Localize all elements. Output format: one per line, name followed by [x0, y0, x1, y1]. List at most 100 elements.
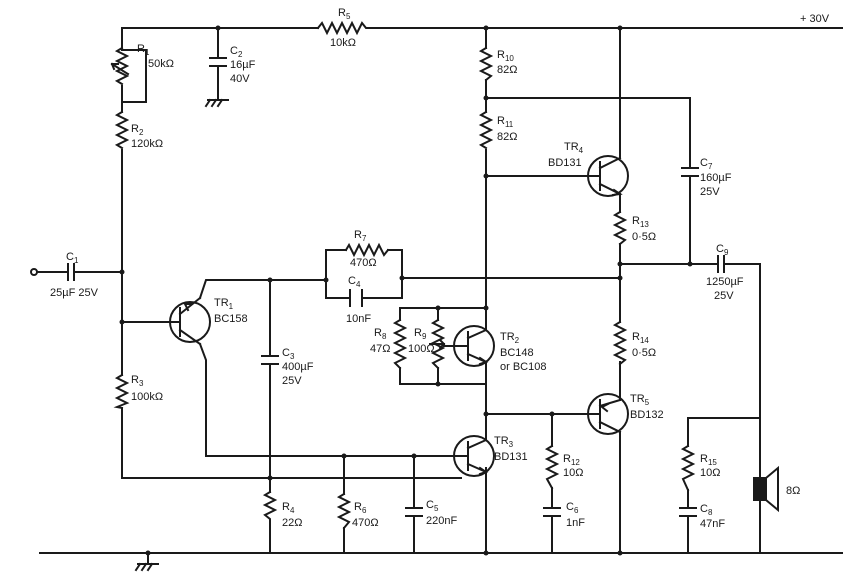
svg-text:470Ω: 470Ω — [350, 257, 377, 269]
label-r11: R11 82Ω — [497, 115, 517, 143]
svg-text:R6: R6 — [354, 501, 367, 515]
svg-text:BC148: BC148 — [500, 347, 534, 359]
ground-symbol-main — [134, 562, 159, 572]
transistor-tr4 — [587, 155, 629, 197]
label-speaker: 8Ω — [786, 485, 800, 497]
label-tr2: TR2 BC148 or BC108 — [500, 331, 546, 373]
label-c7: C7 160µF 25V — [700, 157, 732, 198]
svg-text:BC158: BC158 — [214, 313, 248, 325]
svg-text:R11: R11 — [497, 115, 514, 129]
svg-text:50kΩ: 50kΩ — [148, 58, 174, 70]
label-c3: C3 400µF 25V — [282, 347, 314, 387]
svg-text:160µF: 160µF — [700, 172, 732, 184]
label-tr3: TR3 BD131 — [494, 435, 528, 463]
svg-text:25V: 25V — [700, 186, 720, 198]
svg-text:R15: R15 — [700, 453, 717, 467]
svg-text:82Ω: 82Ω — [497, 131, 517, 143]
svg-text:47Ω: 47Ω — [370, 343, 390, 355]
svg-text:R13: R13 — [632, 215, 649, 229]
capacitor-c3 — [261, 355, 279, 369]
svg-text:BD132: BD132 — [630, 409, 664, 421]
svg-text:R1: R1 — [137, 43, 150, 57]
svg-text:TR4: TR4 — [564, 141, 584, 155]
svg-text:C9: C9 — [716, 243, 729, 257]
label-tr5: TR5 BD132 — [630, 393, 664, 421]
svg-text:C7: C7 — [700, 157, 713, 171]
svg-text:120kΩ: 120kΩ — [131, 138, 163, 150]
svg-text:0·5Ω: 0·5Ω — [632, 231, 656, 243]
label-r5: R5 10kΩ — [330, 7, 356, 49]
svg-text:R9: R9 — [414, 327, 427, 341]
label-r15: R15 10Ω — [700, 453, 720, 479]
svg-text:R2: R2 — [131, 123, 144, 137]
input-terminal — [30, 268, 38, 276]
svg-text:10kΩ: 10kΩ — [330, 37, 356, 49]
resistor-r11 — [478, 110, 494, 150]
svg-text:R10: R10 — [497, 49, 514, 63]
svg-text:22Ω: 22Ω — [282, 517, 302, 529]
capacitor-c2 — [209, 57, 227, 71]
label-c4: C4 10nF — [346, 275, 371, 325]
transistor-tr5 — [587, 393, 629, 435]
label-c5: C5 220nF — [426, 499, 457, 527]
resistor-r5 — [316, 20, 373, 36]
label-tr1: TR1 BC158 — [214, 297, 248, 325]
capacitor-c5 — [405, 507, 423, 523]
svg-text:C6: C6 — [566, 501, 579, 515]
svg-text:R12: R12 — [563, 453, 580, 467]
label-r2: R2 120kΩ — [131, 123, 163, 150]
svg-text:100Ω: 100Ω — [408, 343, 435, 355]
label-r13: R13 0·5Ω — [632, 215, 656, 243]
svg-text:1250µF: 1250µF — [706, 276, 744, 288]
svg-text:82Ω: 82Ω — [497, 64, 517, 76]
svg-text:16µF: 16µF — [230, 59, 256, 71]
resistor-r1 — [110, 46, 130, 86]
capacitor-c1 — [67, 263, 81, 281]
label-r4: R4 22Ω — [282, 501, 302, 529]
svg-text:C4: C4 — [348, 275, 361, 289]
svg-text:TR3: TR3 — [494, 435, 514, 449]
resistor-r8 — [392, 318, 408, 370]
label-r8: R8 47Ω — [370, 327, 390, 355]
svg-text:C1: C1 — [66, 251, 79, 265]
svg-text:C5: C5 — [426, 499, 439, 513]
label-r1: R1 50kΩ — [137, 43, 174, 70]
resistor-r7 — [344, 242, 390, 258]
label-c2: C2 16µF 40V — [230, 45, 256, 85]
supply-label: + 30V — [800, 13, 830, 25]
svg-text:1nF: 1nF — [566, 517, 585, 529]
transistor-tr3 — [453, 435, 495, 479]
label-c6: C6 1nF — [566, 501, 585, 529]
svg-text:10Ω: 10Ω — [563, 467, 583, 479]
transistor-tr2 — [453, 325, 495, 367]
svg-text:C2: C2 — [230, 45, 243, 59]
label-r12: R12 10Ω — [563, 453, 583, 479]
svg-text:25µF 25V: 25µF 25V — [50, 287, 99, 299]
resistor-r13 — [612, 210, 628, 246]
svg-text:C8: C8 — [700, 503, 713, 517]
label-r6: R6 470Ω — [352, 501, 379, 529]
svg-text:25V: 25V — [714, 290, 734, 302]
svg-text:220nF: 220nF — [426, 515, 457, 527]
svg-text:47nF: 47nF — [700, 518, 725, 530]
ground-symbol-c2 — [204, 98, 229, 108]
resistor-r12 — [544, 444, 560, 490]
transistor-tr1 — [169, 296, 211, 346]
label-r14: R14 0·5Ω — [632, 331, 656, 359]
svg-text:C3: C3 — [282, 347, 295, 361]
resistor-r4 — [262, 490, 278, 523]
label-r9: R9 100Ω — [408, 327, 435, 355]
svg-text:R14: R14 — [632, 331, 649, 345]
label-c8: C8 47nF — [700, 503, 725, 530]
svg-text:40V: 40V — [230, 73, 250, 85]
svg-text:BD131: BD131 — [494, 451, 528, 463]
svg-text:TR5: TR5 — [630, 393, 650, 407]
resistor-r14 — [612, 320, 628, 366]
capacitor-c9 — [717, 255, 731, 273]
svg-text:400µF: 400µF — [282, 361, 314, 373]
capacitor-c7 — [681, 167, 699, 187]
svg-text:R4: R4 — [282, 501, 295, 515]
resistor-r6 — [336, 492, 352, 530]
capacitor-c6 — [543, 507, 561, 523]
